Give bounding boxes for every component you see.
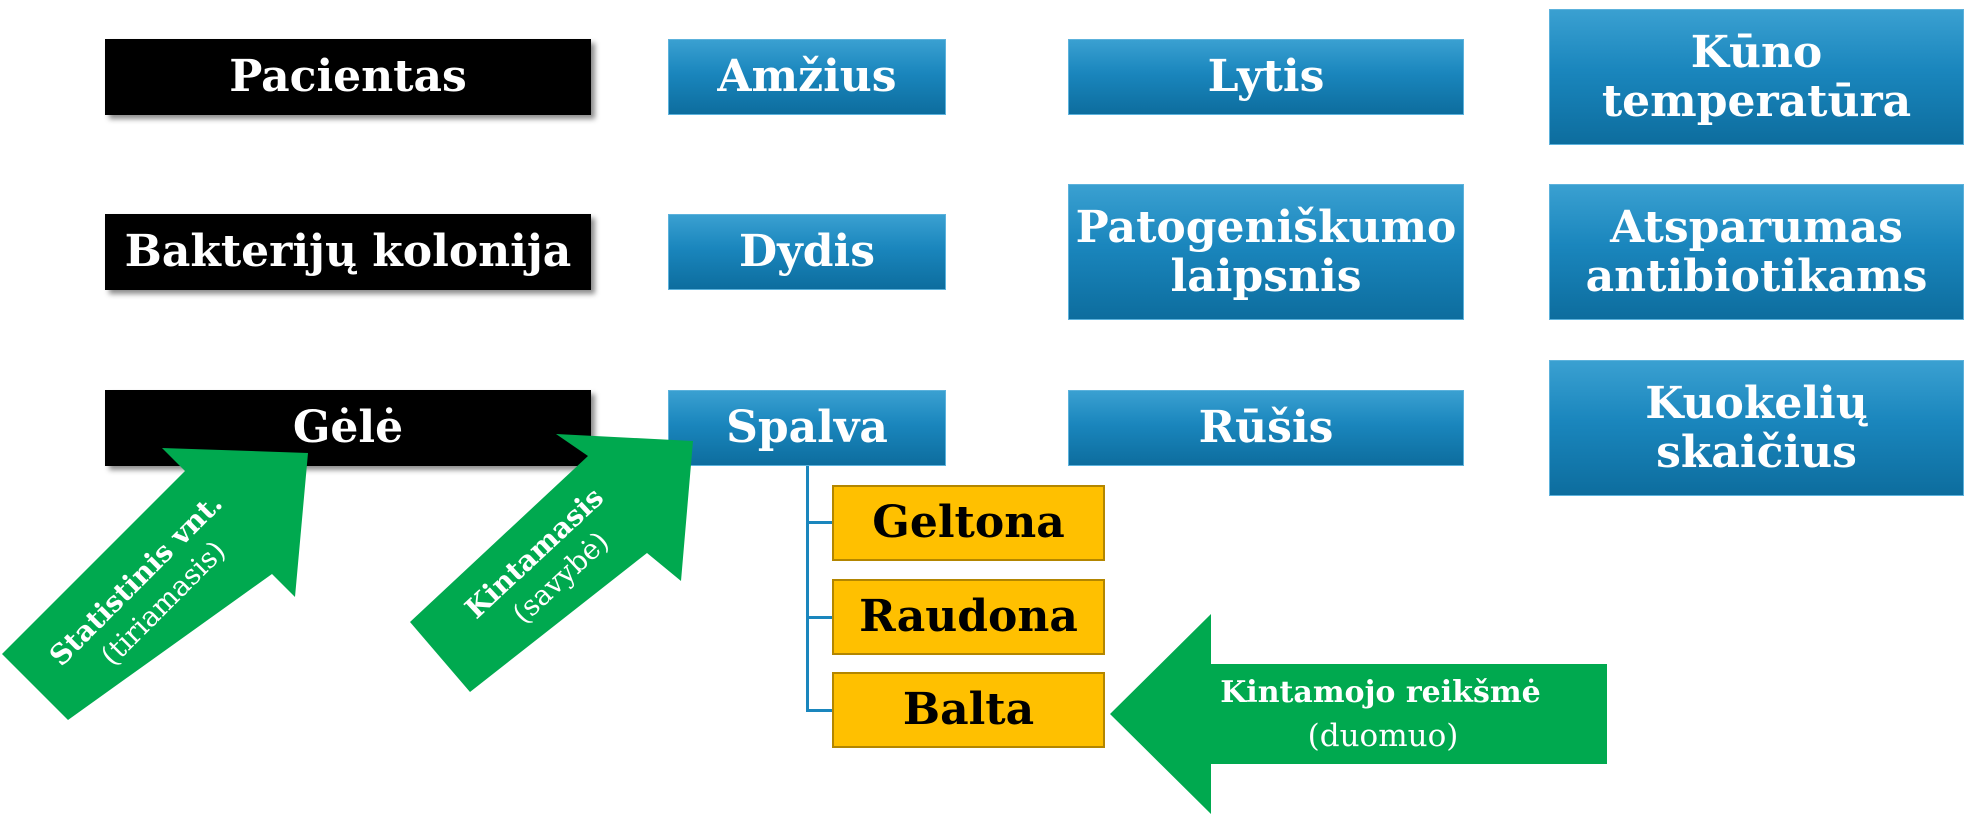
- attribute-label: Rūšis: [1198, 402, 1334, 454]
- value-label: Raudona: [859, 591, 1078, 643]
- entity-patient: Pacientas: [105, 39, 591, 115]
- attribute-antibiotic-resistance: Atsparumas antibiotikams: [1549, 184, 1964, 320]
- attribute-sex: Lytis: [1068, 39, 1464, 115]
- tree-connector-branch: [806, 709, 833, 712]
- entity-bacterial-colony: Bakterijų kolonija: [105, 214, 591, 290]
- attribute-species: Rūšis: [1068, 390, 1464, 466]
- entity-label: Bakterijų kolonija: [124, 226, 572, 278]
- entity-label: Pacientas: [229, 51, 467, 103]
- tree-connector-branch: [806, 616, 833, 619]
- attribute-label: Kūno temperatūra: [1601, 26, 1912, 127]
- value-label: Balta: [902, 684, 1035, 736]
- attribute-label: Lytis: [1207, 51, 1325, 103]
- tree-connector-vertical: [806, 466, 809, 711]
- arrow-variable-value: [1110, 614, 1607, 814]
- attribute-color: Spalva: [668, 390, 946, 466]
- attribute-size: Dydis: [668, 214, 946, 290]
- arrow-variable: [410, 434, 693, 692]
- attribute-label: Atsparumas antibiotikams: [1585, 201, 1928, 302]
- value-white: Balta: [832, 672, 1105, 748]
- entity-flower: Gėlė: [105, 390, 591, 466]
- value-yellow: Geltona: [832, 485, 1105, 561]
- attribute-label: Patogeniškumo laipsnis: [1075, 201, 1457, 302]
- attribute-body-temperature: Kūno temperatūra: [1549, 9, 1964, 145]
- arrow-variable-value-label: Kintamojo reikšmė (duomuo): [1220, 675, 1546, 754]
- attribute-pathogenicity: Patogeniškumo laipsnis: [1068, 184, 1464, 320]
- attribute-age: Amžius: [668, 39, 946, 115]
- entity-label: Gėlė: [292, 402, 404, 454]
- value-label: Geltona: [872, 497, 1065, 549]
- attribute-label: Spalva: [726, 402, 888, 454]
- arrow-statistical-unit: [2, 448, 308, 720]
- attribute-label: Amžius: [717, 51, 897, 103]
- tree-connector-branch: [806, 521, 833, 524]
- attribute-label: Dydis: [739, 226, 875, 278]
- attribute-label: Kuokelių skaičius: [1645, 377, 1868, 478]
- attribute-stamen-count: Kuokelių skaičius: [1549, 360, 1964, 496]
- value-red: Raudona: [832, 579, 1105, 655]
